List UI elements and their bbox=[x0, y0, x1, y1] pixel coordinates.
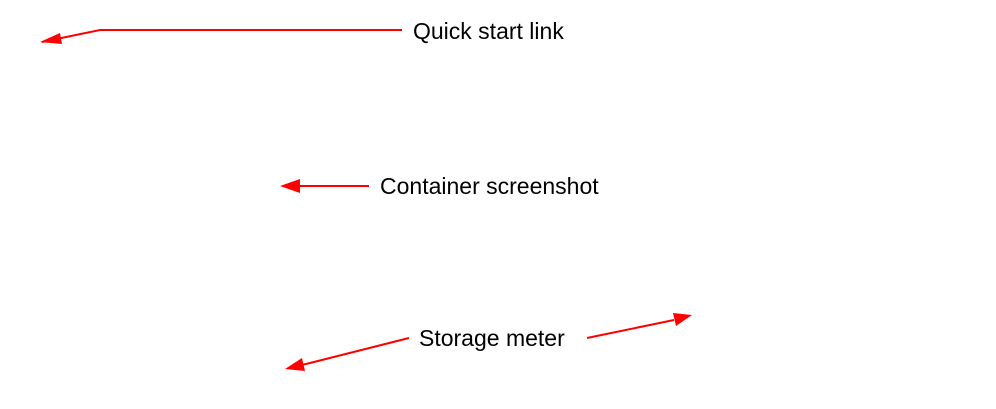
storage-meter-arrowhead-left bbox=[285, 358, 305, 371]
storage-meter-arrowhead-right bbox=[673, 313, 692, 326]
container-screenshot-arrowhead bbox=[280, 179, 300, 193]
quick-start-link-label: Quick start link bbox=[413, 18, 564, 44]
quick-start-arrow bbox=[41, 29, 402, 43]
storage-meter-label: Storage meter bbox=[419, 325, 565, 351]
quick-start-arrowhead bbox=[40, 33, 62, 44]
storage-meter-arrow-right bbox=[586, 319, 675, 339]
container-screenshot-label: Container screenshot bbox=[380, 173, 599, 199]
storage-meter-arrow-left bbox=[301, 337, 410, 366]
